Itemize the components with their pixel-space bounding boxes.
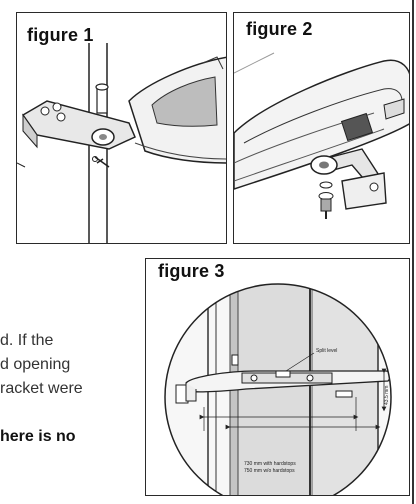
body-text-line-4-text: here is no — [0, 428, 76, 445]
body-text-line-3: racket were — [0, 380, 150, 398]
width-without-hardstops-annotation: 750 mm w/o hardstops — [244, 468, 295, 474]
body-text-line-1-text: d. If the — [0, 332, 54, 349]
figure-2-panel: figure 2 — [233, 12, 410, 244]
split-level-annotation: Split level — [316, 348, 337, 354]
figure-3-label: figure 3 — [158, 261, 225, 281]
width-with-hardstops-annotation: 730 mm with hardstops — [244, 461, 296, 467]
body-text-line-2: d opening — [0, 356, 150, 374]
body-text-line-4: here is no — [0, 428, 150, 446]
figure-2-illustration — [234, 52, 409, 219]
figure-2-label: figure 2 — [246, 19, 313, 39]
figure-3-panel: figure 3 — [145, 258, 410, 496]
figure-1-panel: figure 1 — [16, 12, 227, 244]
height-dimension-annotation: 43.5 mm — [384, 386, 390, 405]
body-text-line-3-text: racket were — [0, 380, 83, 397]
page-edge-rule — [412, 0, 414, 504]
body-text-line-2-text: d opening — [0, 356, 71, 373]
figure-1-illustration — [17, 43, 226, 243]
figure-3-illustration: Split level 43.5 mm 730 mm with hardstop… — [164, 283, 392, 495]
body-text-line-1: d. If the — [0, 332, 150, 350]
figure-1-label: figure 1 — [27, 25, 94, 45]
